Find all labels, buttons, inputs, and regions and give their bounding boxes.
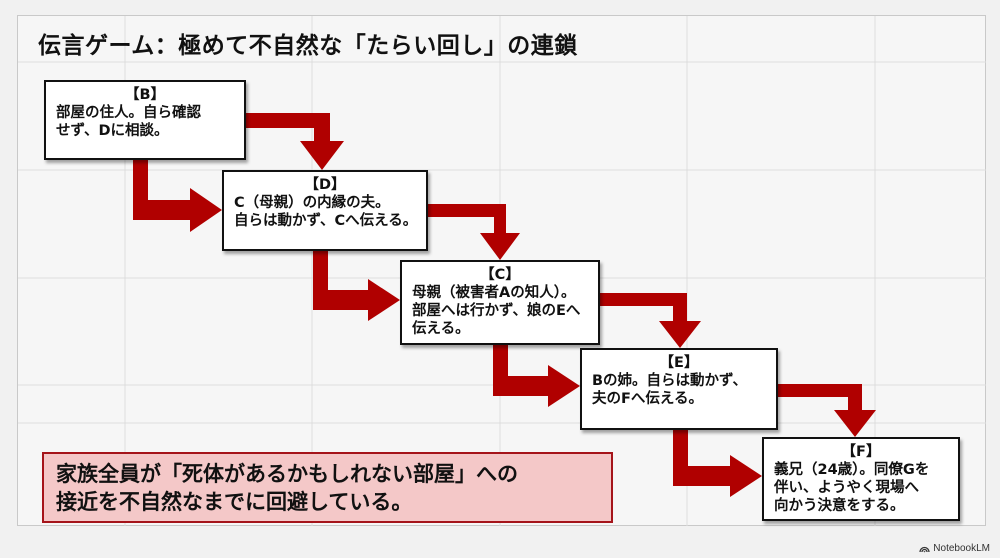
node-text-line: 伴い、ようやく現場へ xyxy=(774,480,919,496)
node-label: 【C】 xyxy=(480,267,520,283)
page-title: 伝言ゲーム：極めて不自然な「たらい回し」の連鎖 xyxy=(38,33,578,59)
node-label: 【D】 xyxy=(304,177,346,193)
node-label: 【E】 xyxy=(659,355,699,371)
notebooklm-logo-icon xyxy=(919,546,930,553)
arrow-d-to-c-bottom xyxy=(313,251,400,321)
brand-text: NotebookLM xyxy=(933,543,990,554)
node-d: 【D】 C（母親）の内縁の夫。 自らは動かず、Cへ伝える。 xyxy=(222,170,428,251)
node-text-line: 夫のFへ伝える。 xyxy=(592,391,703,407)
arrow-c-to-e-bottom xyxy=(493,345,580,407)
arrow-e-to-f-top xyxy=(778,384,876,437)
node-text-line: Bの姉。自らは動かず、 xyxy=(592,373,748,389)
node-c: 【C】 母親（被害者Aの知人）。 部屋へは行かず、娘のEへ 伝える。 xyxy=(400,260,600,345)
summary-note: 家族全員が「死体があるかもしれない部屋」への 接近を不自然なまでに回避している。 xyxy=(42,452,613,523)
node-text-line: 部屋の住人。自ら確認 xyxy=(56,105,201,121)
node-text-line: 部屋へは行かず、娘のEへ xyxy=(412,303,581,319)
node-f: 【F】 義兄（24歳）。同僚Gを 伴い、ようやく現場へ 向かう決意をする。 xyxy=(762,437,960,521)
note-text-line: 接近を不自然なまでに回避している。 xyxy=(56,490,413,514)
node-label: 【F】 xyxy=(841,444,881,460)
node-text-line: 自らは動かず、Cへ伝える。 xyxy=(234,213,418,229)
arrow-b-to-d-top xyxy=(246,113,344,170)
note-text-line: 家族全員が「死体があるかもしれない部屋」への xyxy=(56,462,518,486)
arrow-d-to-c-top xyxy=(428,204,520,260)
arrow-c-to-e-top xyxy=(600,293,701,348)
brand-watermark: NotebookLM xyxy=(919,543,990,554)
node-text-line: 伝える。 xyxy=(412,321,470,337)
node-label: 【B】 xyxy=(124,87,166,103)
node-e: 【E】 Bの姉。自らは動かず、 夫のFへ伝える。 xyxy=(580,348,778,430)
node-text-line: 母親（被害者Aの知人）。 xyxy=(412,285,576,301)
node-text-line: せず、Dに相談。 xyxy=(56,123,169,139)
node-text-line: 向かう決意をする。 xyxy=(774,498,905,514)
node-text-line: 義兄（24歳）。同僚Gを xyxy=(774,462,930,478)
arrow-e-to-f-bottom xyxy=(673,430,762,497)
node-text-line: C（母親）の内縁の夫。 xyxy=(234,195,390,211)
arrow-b-to-d-bottom xyxy=(133,160,222,232)
node-b: 【B】 部屋の住人。自ら確認 せず、Dに相談。 xyxy=(44,80,246,160)
